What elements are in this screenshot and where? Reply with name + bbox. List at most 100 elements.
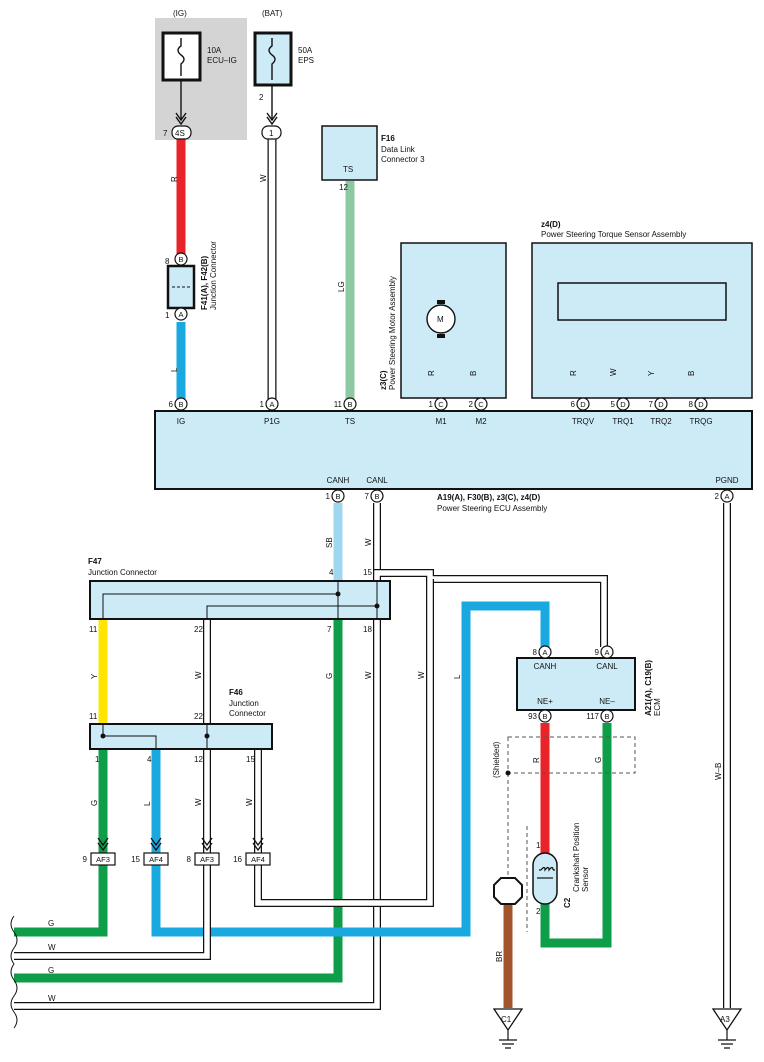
ecu-top-pin-name-7: TRQ2 — [650, 417, 672, 426]
ecu-top-pin-5 — [576, 397, 590, 411]
pin-markers — [90, 252, 734, 866]
bat-fuse-rating: 50A — [298, 46, 313, 55]
ecm-pin-3-letter: B — [604, 712, 609, 721]
ig-pin-num: 7 — [163, 129, 168, 138]
f47-internal-canl — [206, 605, 378, 619]
wire-ne-green — [540, 723, 612, 948]
wire-label-lg: LG — [337, 281, 346, 292]
bottom-connector-pin-3: 16 — [233, 855, 242, 864]
dlc-line2: Connector 3 — [381, 155, 425, 164]
ecu-top-pin-num-2: 11 — [334, 400, 343, 409]
ecu-top-pin-6 — [616, 397, 630, 411]
ecu-top-pin-num-1: 1 — [260, 400, 265, 409]
f47-pin-0: 4 — [329, 568, 334, 577]
ecm-pin-name-0: CANH — [534, 662, 557, 671]
wire-label-r-ig: R — [170, 176, 179, 182]
dlc-terminal: TS — [343, 165, 353, 174]
motor-sub: Power Steering Motor Assembly — [388, 276, 397, 390]
wire-label-left-w1: W — [48, 943, 56, 952]
ig-arrow-icon — [175, 112, 187, 126]
bottom-connector-2 — [194, 852, 220, 866]
bat-conn-label: 1 — [269, 129, 274, 138]
ground-octagon-icon — [493, 877, 523, 905]
ecm-sub: ECM — [653, 698, 662, 716]
f46-line2: Connector — [229, 709, 266, 718]
wire-f46-g1 — [14, 749, 108, 937]
ecu-top-pin-0 — [174, 397, 188, 411]
ig-fuse-name: ECU–IG — [207, 56, 237, 65]
ecu-top-pin-8-letter: D — [698, 400, 704, 409]
ecm-pin-1 — [600, 645, 614, 659]
bottom-connector-3 — [245, 852, 271, 866]
bottom-connector-pin-1: 15 — [131, 855, 140, 864]
wire-label-l-ig: L — [170, 367, 179, 372]
f47-pin-2: 11 — [89, 625, 98, 634]
shield-outline — [507, 736, 636, 774]
ground-a3-label: A3 — [720, 1015, 730, 1024]
ecm-pin-1-letter: A — [604, 648, 609, 657]
ecu-top-pin-num-0: 6 — [169, 400, 174, 409]
f47-pin-3: 22 — [194, 625, 203, 634]
ground-a3-icon — [711, 1008, 743, 1032]
bottom-connector-name-3: AF4 — [251, 855, 265, 864]
f47-name: Junction Connector — [88, 568, 157, 577]
f47-node-b — [374, 603, 380, 609]
ground-c1-icon — [492, 1008, 524, 1032]
ecu-top-pin-num-4: 2 — [469, 400, 474, 409]
ecm-pin-num-2: 93 — [528, 712, 537, 721]
f46-node-b — [204, 733, 210, 739]
wire-label-f46-g: G — [90, 800, 99, 806]
ecu-bot-pin-name-2: PGND — [715, 476, 738, 485]
f46-pin-1: 22 — [194, 712, 203, 721]
ecm-pin-num-0: 8 — [533, 648, 538, 657]
ecu-top-pin-8 — [694, 397, 708, 411]
f46-pin-3: 4 — [147, 755, 152, 764]
torque-inner — [557, 282, 727, 321]
ecu-top-pin-3-letter: C — [438, 400, 444, 409]
wire-label-left-g2: G — [48, 966, 54, 975]
dlc-line1: Data Link — [381, 145, 416, 154]
ecu-top-pin-name-2: TS — [345, 417, 355, 426]
ig-conn-label: 4S — [175, 129, 185, 138]
wire-label-trq1: W — [609, 368, 618, 376]
ecm-pin-name-1: CANL — [596, 662, 618, 671]
f47-box — [89, 580, 391, 620]
wire-label-m2: B — [469, 371, 478, 376]
f46-box — [89, 723, 273, 750]
ecu-sub: Power Steering ECU Assembly — [437, 504, 547, 513]
ecm-pin-num-1: 9 — [595, 648, 600, 657]
bottom-connector-name-1: AF4 — [149, 855, 163, 864]
ecu-top-pin-name-6: TRQ1 — [612, 417, 634, 426]
ecm-pin-num-3: 117 — [586, 712, 599, 721]
ecu-bot-pin-1 — [370, 489, 384, 503]
bat-fuse-symbol — [268, 38, 276, 80]
f41-box — [166, 264, 196, 310]
wire-label-trqg: B — [687, 371, 696, 376]
ecu-top-pin-num-3: 1 — [429, 400, 434, 409]
f46-pin-4: 12 — [194, 755, 203, 764]
wire-f46-w12-core — [14, 749, 210, 959]
ecu-top-pin-0-letter: B — [178, 400, 183, 409]
wire-l-canh — [151, 601, 550, 937]
ecu-label: A19(A), F30(B), z3(C), z4(D) — [437, 493, 540, 502]
bottom-connector-1 — [143, 852, 169, 866]
ecu-bot-pin-2-letter: A — [724, 492, 729, 501]
ecu-box — [154, 410, 753, 490]
f47-ref: F47 — [88, 557, 102, 566]
wire-w-down-af4-core — [255, 579, 433, 906]
ecu-top-pin-4-letter: C — [478, 400, 484, 409]
bottom-connector-name-2: AF3 — [200, 855, 214, 864]
ecm-pin-name-2: NE+ — [537, 697, 553, 706]
generated-labels: BAB6IGA1P1GB11TSC1M1C2M2D6TRQVD5TRQ1D7TR… — [83, 255, 739, 864]
f47-pin-5: 18 — [363, 625, 372, 634]
wire-label-left-g1: G — [48, 919, 54, 928]
crank-coil-icon — [539, 866, 555, 872]
ecu-top-pin-3 — [434, 397, 448, 411]
ecm-pin-name-3: NE– — [599, 697, 615, 706]
ecu-top-pin-1 — [265, 397, 279, 411]
motor-brush-bottom — [437, 334, 445, 338]
ecu-bot-pin-1-letter: B — [374, 492, 379, 501]
wire-w-down-af4 — [254, 579, 434, 907]
bat-source-label: (BAT) — [262, 9, 283, 18]
wire-label-f46-w12: W — [194, 798, 203, 806]
